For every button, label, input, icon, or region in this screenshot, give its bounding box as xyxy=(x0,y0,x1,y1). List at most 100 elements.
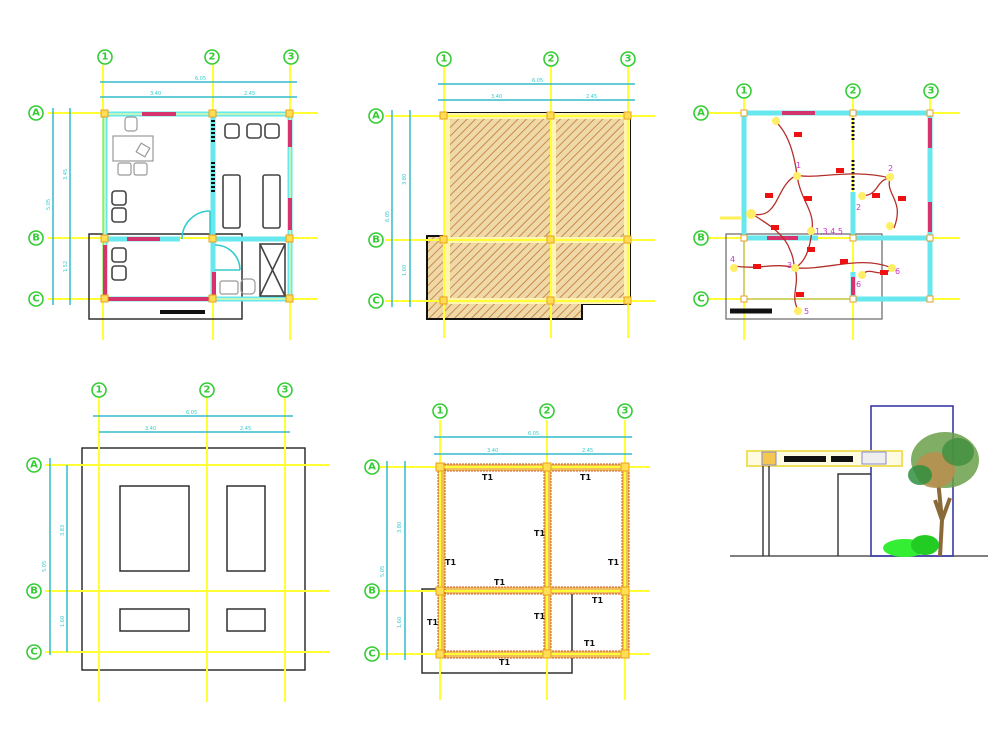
axis-bubble-1: 1 xyxy=(432,403,448,419)
axis-bubble-2: 2 xyxy=(543,51,559,67)
svg-text:2.45: 2.45 xyxy=(240,426,251,432)
axis-bubble-1: 1 xyxy=(91,382,107,398)
furniture xyxy=(111,116,286,297)
columns xyxy=(740,109,934,303)
axis-bubble-3: 3 xyxy=(283,49,299,65)
svg-text:6: 6 xyxy=(895,267,900,276)
svg-text:5: 5 xyxy=(804,307,809,316)
dimension-lines: 6.05 3.40 2.45 5.05 3.83 1.60 xyxy=(42,410,293,655)
dimension-lines: 6.05 3.40 2.45 5.05 3.45 1.52 xyxy=(46,76,297,305)
svg-text:1.60: 1.60 xyxy=(60,616,66,627)
columns xyxy=(439,111,632,305)
svg-text:5.05: 5.05 xyxy=(46,199,52,210)
columns xyxy=(100,109,294,303)
door-frame xyxy=(837,473,871,556)
roof-plan-panel: 1 2 3 A B C 6.05 3.40 2.45 6.05 3.80 1.6… xyxy=(368,51,655,338)
svg-text:T1: T1 xyxy=(499,658,510,667)
svg-text:3.40: 3.40 xyxy=(491,94,502,100)
foundation-plan-panel: 1 2 3 A B C 6.05 3.40 2.45 5.05 3.83 1.6… xyxy=(26,382,330,702)
slab-outline xyxy=(81,447,306,671)
svg-text:A: A xyxy=(30,460,38,471)
svg-text:2: 2 xyxy=(204,385,211,396)
sign-bar xyxy=(784,456,826,462)
axis-bubble-B: B xyxy=(28,230,44,246)
elevation-panel xyxy=(730,405,988,557)
svg-text:3.40: 3.40 xyxy=(150,91,161,97)
svg-text:2: 2 xyxy=(850,86,857,97)
axis-bubble-1: 1 xyxy=(736,83,752,99)
axis-bubble-2: 2 xyxy=(539,403,555,419)
svg-text:1.60: 1.60 xyxy=(397,617,403,628)
svg-text:2.45: 2.45 xyxy=(244,91,255,97)
svg-text:3: 3 xyxy=(787,261,792,270)
svg-text:A: A xyxy=(697,108,705,119)
svg-text:A: A xyxy=(32,108,40,119)
axis-bubble-C: C xyxy=(364,646,380,662)
grid-axes xyxy=(45,395,330,702)
svg-text:5.05: 5.05 xyxy=(380,566,386,577)
svg-text:1: 1 xyxy=(437,406,444,417)
door-swing xyxy=(214,244,241,271)
axis-bubble-A: A xyxy=(693,105,709,121)
svg-text:6.05: 6.05 xyxy=(385,211,391,222)
axis-bubble-B: B xyxy=(693,230,709,246)
svg-text:1: 1 xyxy=(796,161,801,170)
axis-bubble-A: A xyxy=(364,459,380,475)
axis-bubble-2: 2 xyxy=(204,49,220,65)
wiring xyxy=(733,121,899,311)
axis-bubble-B: B xyxy=(364,583,380,599)
svg-text:3: 3 xyxy=(625,54,632,65)
svg-text:2: 2 xyxy=(209,52,216,63)
electrical-plan-panel: 1 2 3 A B C xyxy=(693,83,960,340)
grid-axes xyxy=(385,65,655,338)
axis-bubble-3: 3 xyxy=(923,83,939,99)
floor-plan-panel: 1 2 3 A B C 6.05 3.40 2.45 5.05 3.45 1.5… xyxy=(28,49,318,340)
svg-text:T1: T1 xyxy=(494,578,505,587)
axis-bubble-B: B xyxy=(26,583,42,599)
svg-text:A: A xyxy=(372,111,380,122)
axis-bubble-1: 1 xyxy=(436,51,452,67)
switches xyxy=(753,132,906,297)
svg-text:T1: T1 xyxy=(580,473,591,482)
svg-text:6.05: 6.05 xyxy=(195,76,206,82)
light-fixtures xyxy=(730,117,896,315)
beams xyxy=(437,463,630,659)
svg-text:C: C xyxy=(372,296,379,307)
svg-text:1: 1 xyxy=(102,52,109,63)
svg-text:3: 3 xyxy=(928,86,935,97)
svg-text:T1: T1 xyxy=(592,596,603,605)
svg-text:1.60: 1.60 xyxy=(402,265,408,276)
svg-text:C: C xyxy=(368,649,375,660)
axis-bubble-3: 3 xyxy=(617,403,633,419)
axis-bubble-2: 2 xyxy=(845,83,861,99)
svg-text:1.52: 1.52 xyxy=(63,261,69,272)
svg-text:B: B xyxy=(368,586,376,597)
svg-text:B: B xyxy=(32,233,40,244)
axis-bubble-A: A xyxy=(28,105,44,121)
axis-bubble-C: C xyxy=(28,291,44,307)
svg-text:T1: T1 xyxy=(608,558,619,567)
columns xyxy=(435,462,630,659)
svg-text:3.80: 3.80 xyxy=(397,522,403,533)
beam-plan-panel: 1 2 3 A B C 6.05 3.40 2.45 5.05 3.80 1.6… xyxy=(364,403,650,700)
axis-bubble-B: B xyxy=(368,232,384,248)
footings xyxy=(119,485,266,632)
svg-text:B: B xyxy=(697,233,705,244)
svg-text:6.05: 6.05 xyxy=(532,78,543,84)
svg-text:2: 2 xyxy=(856,203,861,212)
svg-text:B: B xyxy=(372,235,380,246)
logo-emblem xyxy=(761,451,777,466)
svg-text:B: B xyxy=(30,586,38,597)
svg-text:A: A xyxy=(368,462,376,473)
svg-text:3.80: 3.80 xyxy=(402,174,408,185)
svg-text:T1: T1 xyxy=(445,558,456,567)
axis-bubble-3: 3 xyxy=(277,382,293,398)
sign-bar xyxy=(831,456,853,462)
svg-text:3.40: 3.40 xyxy=(145,426,156,432)
walls xyxy=(741,110,933,302)
svg-text:T1: T1 xyxy=(427,618,438,627)
svg-text:5.05: 5.05 xyxy=(42,561,48,572)
svg-text:T1: T1 xyxy=(584,639,595,648)
svg-text:3: 3 xyxy=(622,406,629,417)
